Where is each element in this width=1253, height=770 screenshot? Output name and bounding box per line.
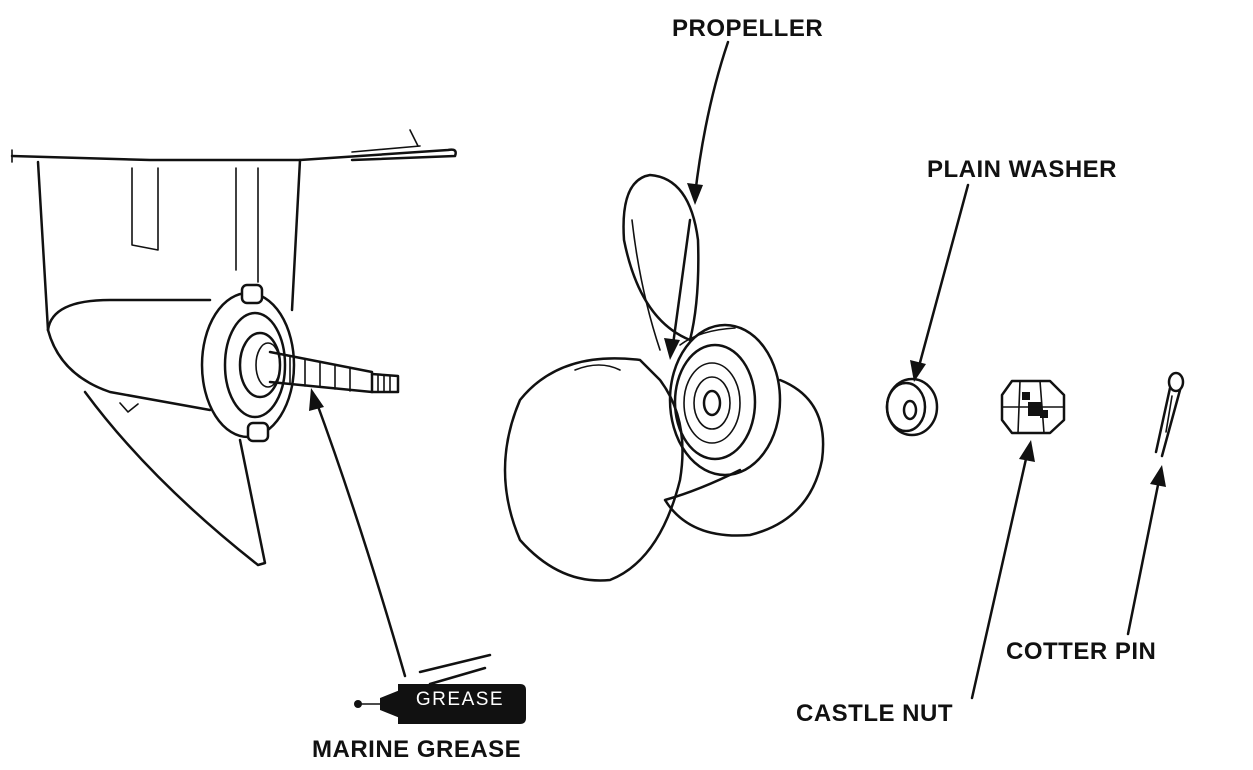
marine-grease-label: MARINE GREASE (312, 738, 521, 762)
plain-washer-label: PLAIN WASHER (927, 158, 1117, 182)
cotter-pin-part (1156, 373, 1183, 456)
plain-washer-part (887, 379, 937, 435)
lower-unit-gearcase (12, 130, 456, 565)
grease-tube-label: GREASE (400, 690, 520, 709)
leader-lines (309, 42, 1166, 698)
propeller-label: PROPELLER (672, 17, 823, 41)
castle-nut-label: CASTLE NUT (796, 702, 953, 726)
propeller-part (505, 175, 823, 581)
castle-nut-part (1002, 381, 1064, 433)
cotter-pin-label: COTTER PIN (1006, 640, 1156, 664)
